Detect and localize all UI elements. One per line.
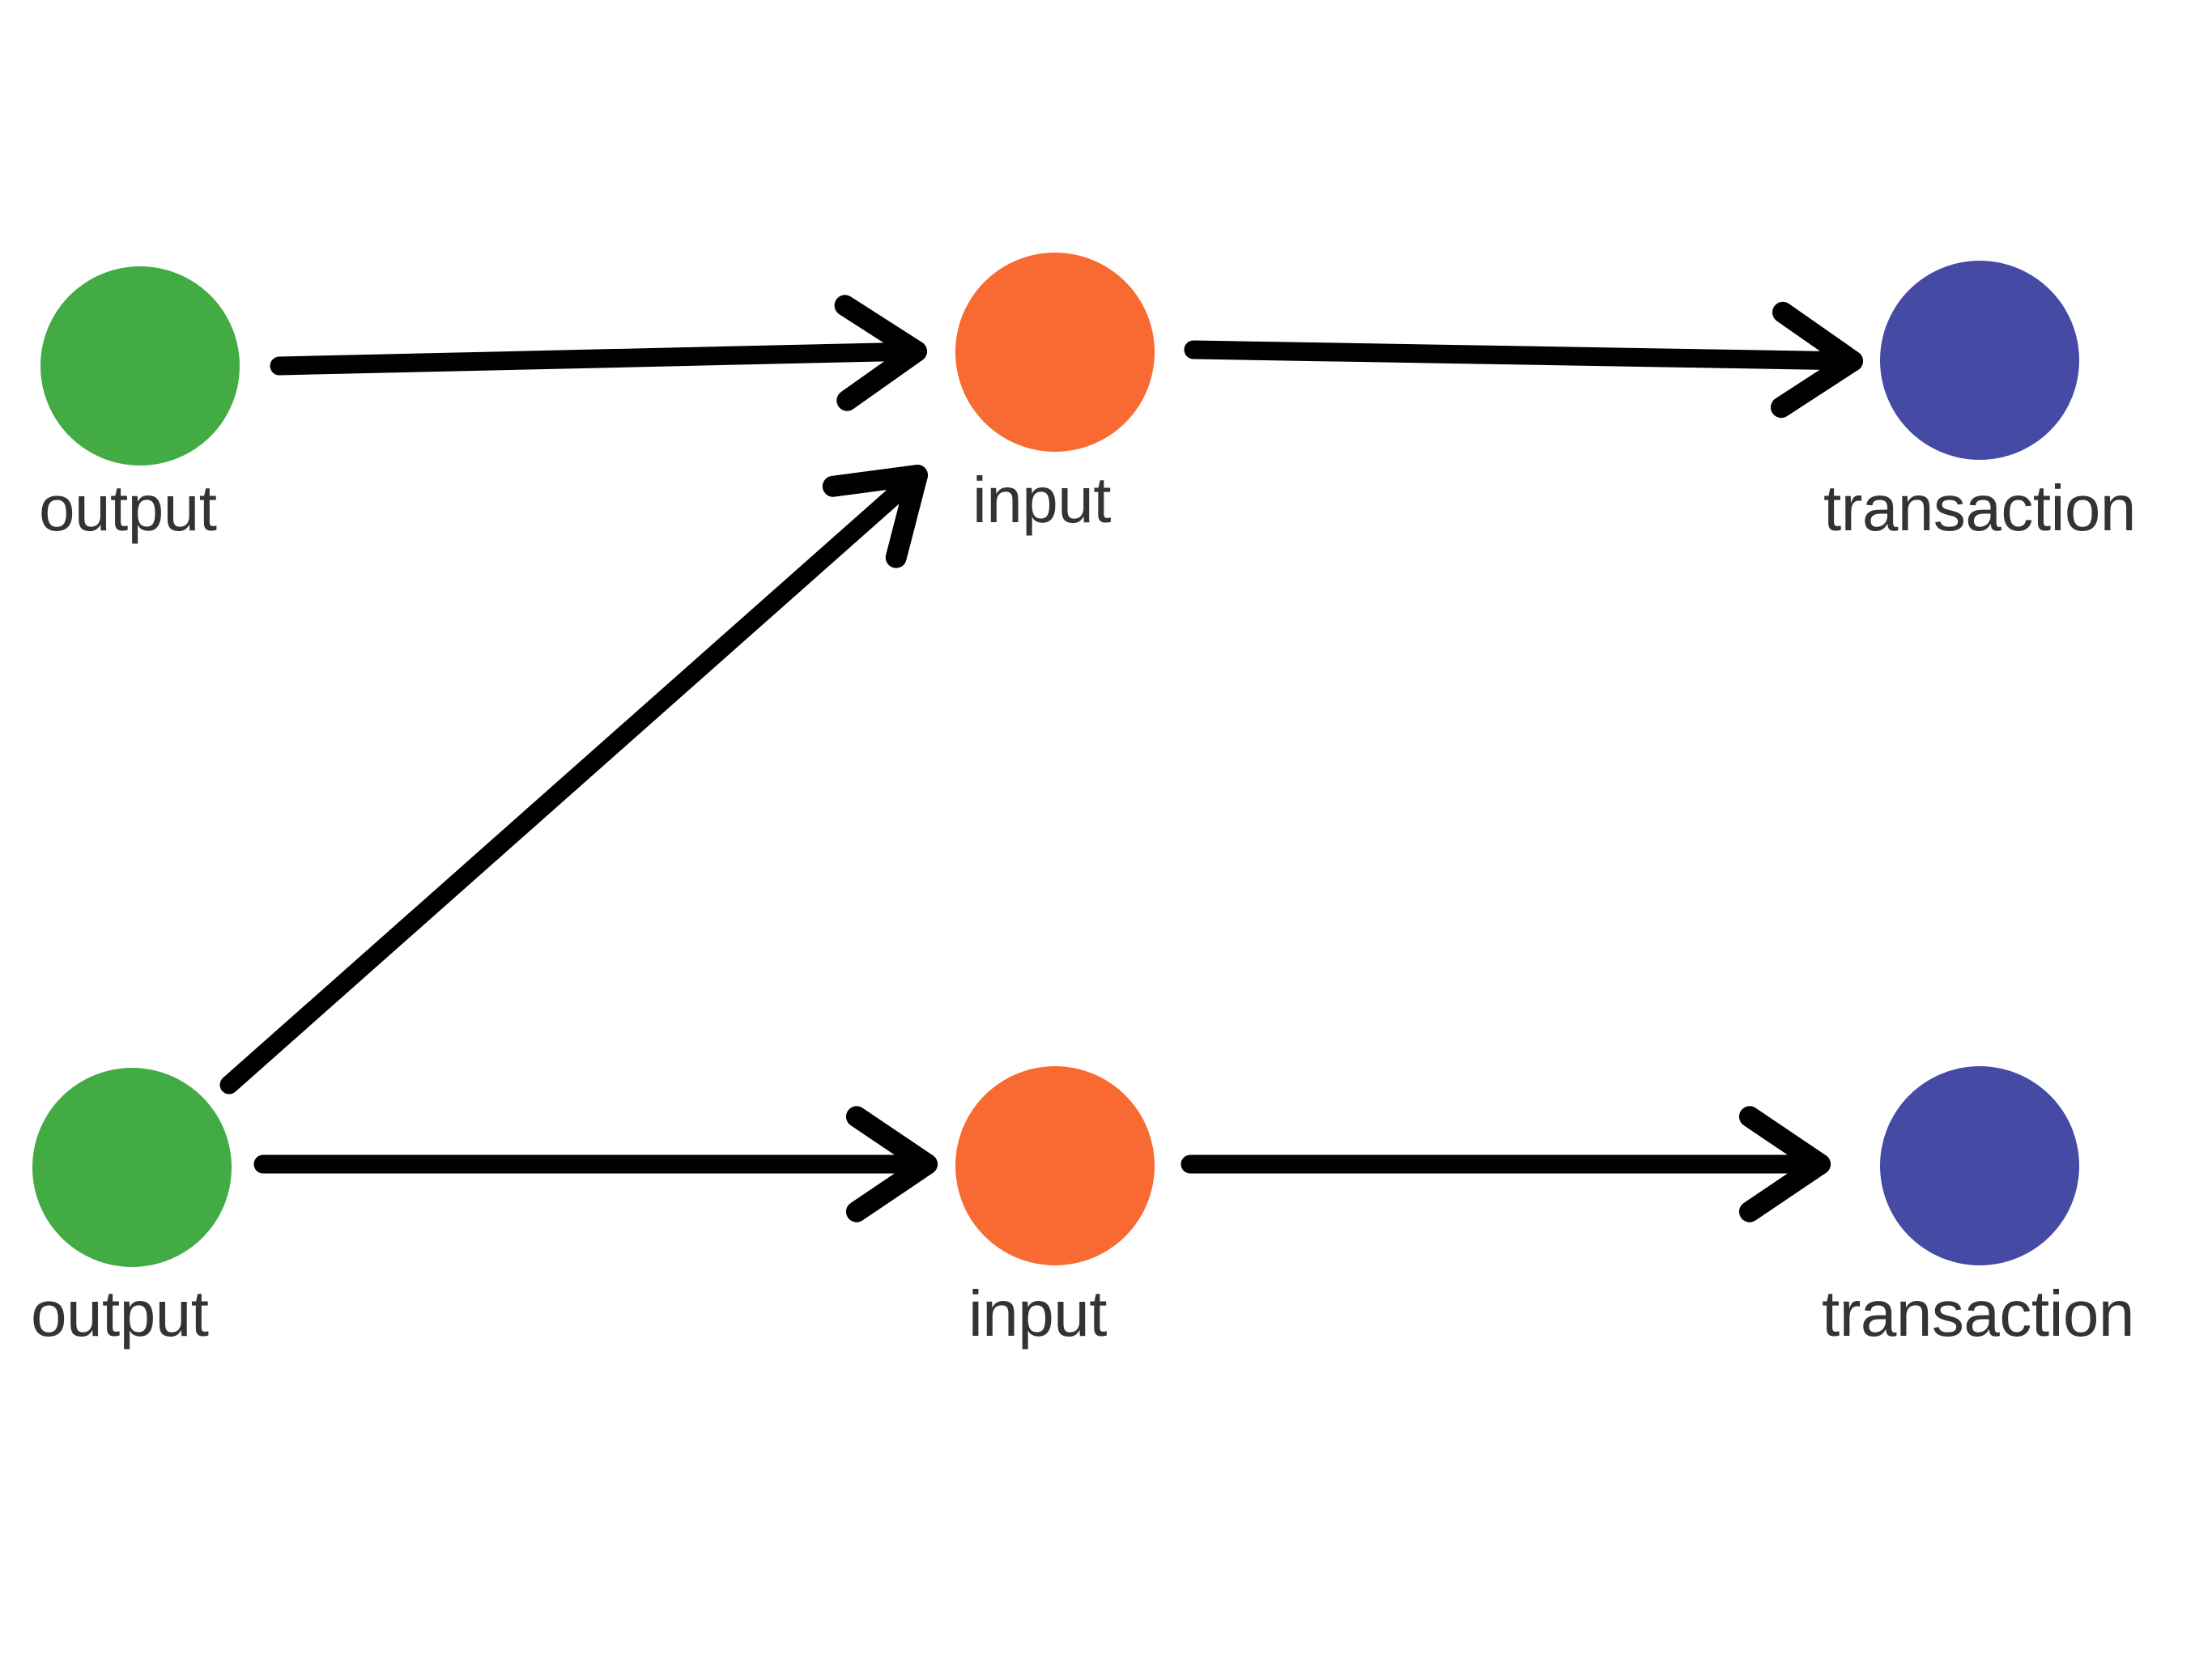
edge-shaft [219, 466, 927, 1095]
node-input-top[interactable] [955, 253, 1155, 452]
edge-output-top-to-input-top [270, 295, 927, 411]
edge-shaft [1184, 340, 1862, 371]
arrowhead-barb-upper [845, 1154, 938, 1222]
edge-output-bottom-to-input-top [219, 465, 928, 1095]
arrowhead-barb-lower [834, 295, 927, 362]
edge-output-bottom-to-input-bottom [253, 1106, 938, 1222]
edge-shaft [270, 342, 926, 376]
node-label-input-bottom: input [968, 1278, 1107, 1350]
arrowhead-barb-upper [1738, 1154, 1831, 1222]
arrowhead-barb-lower [822, 465, 928, 497]
edge-input-top-to-transaction-top [1184, 301, 1863, 419]
node-output-bottom[interactable] [32, 1068, 232, 1267]
edges-layer [219, 295, 1863, 1222]
node-input-bottom[interactable] [955, 1066, 1155, 1265]
node-label-output-top: output [39, 472, 217, 544]
node-label-transaction-top: transaction [1823, 472, 2136, 544]
node-label-output-bottom: output [31, 1278, 209, 1350]
node-label-transaction-bottom: transaction [1822, 1278, 2134, 1350]
node-label-input-top: input [972, 464, 1111, 536]
arrowhead-barb-lower [1738, 1106, 1831, 1175]
edge-input-bottom-to-transaction-bottom [1180, 1106, 1831, 1222]
node-transaction-bottom[interactable] [1880, 1066, 2079, 1265]
arrowhead-barb-lower [1772, 301, 1863, 372]
node-output-top[interactable] [40, 266, 240, 466]
arrowhead-barb-upper [836, 341, 927, 411]
nodes-layer [32, 253, 2079, 1267]
node-transaction-top[interactable] [1880, 261, 2079, 460]
arrowhead-barb-lower [845, 1106, 938, 1175]
arrowhead-barb-upper [1770, 351, 1863, 419]
arrowhead-barb-upper [885, 465, 928, 568]
